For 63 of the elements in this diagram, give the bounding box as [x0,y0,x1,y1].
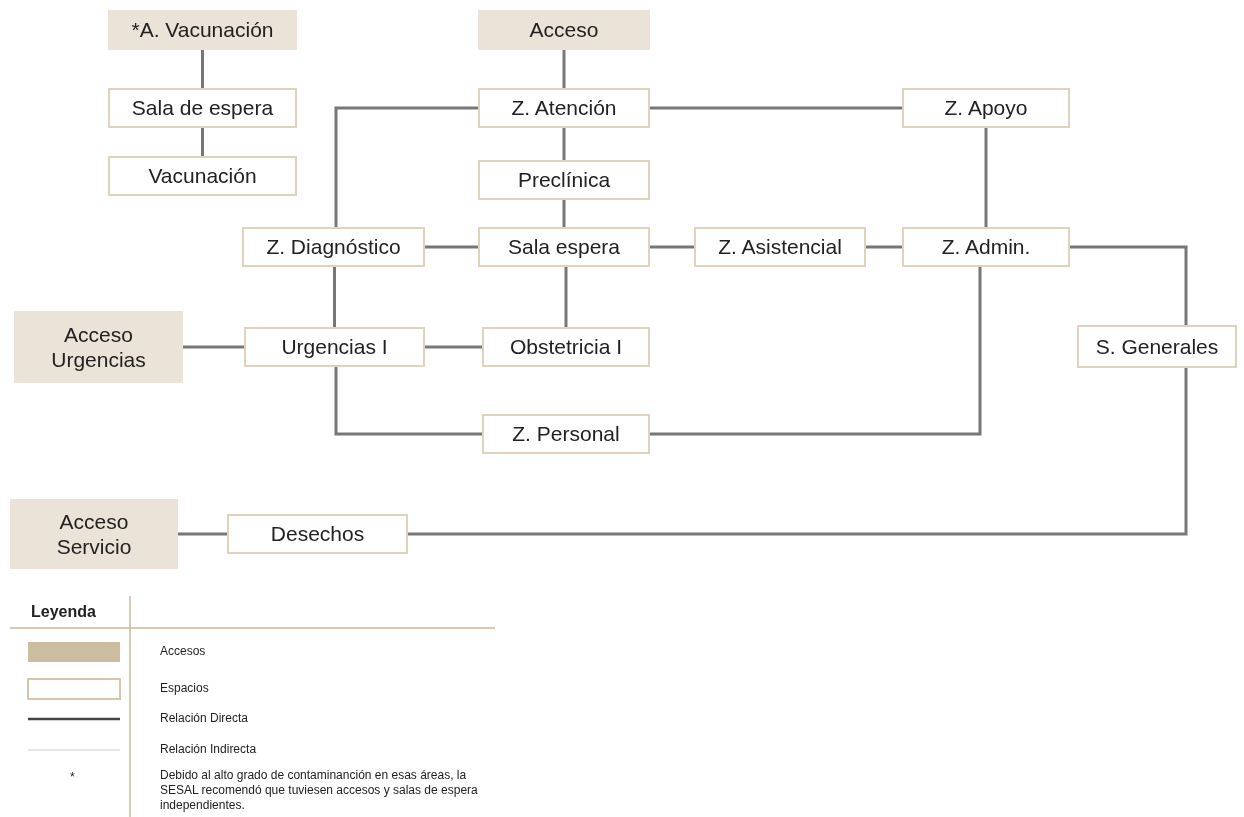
node-label: Vacunación [147,163,258,189]
connector-line [334,367,482,436]
connector-line [562,50,566,88]
node-label: Z. Admin. [940,234,1032,260]
connector-line [425,345,482,349]
node-label: Z. Personal [511,421,621,447]
space-box [244,327,425,367]
connector-line [334,106,478,227]
space-box [902,88,1070,128]
space-box [482,414,650,454]
legend-title: Leyenda [31,603,96,621]
node-label: Acceso Urgencias [50,321,147,373]
legend-label: Relación Directa [160,711,249,725]
connector-line [650,267,982,436]
node-label: Acceso Servicio [55,508,133,560]
space-box [478,227,650,267]
connector-line [984,128,988,227]
node-label: Z. Atención [510,95,618,121]
access-box [478,10,650,50]
footnote-text: Debido al alto grado de contaminanción en esas áreas, la SESAL recomendó que tuviesen accesos y salas de espera independientes. [160,768,479,813]
connector-line [564,267,568,327]
legend-label: Espacios [160,681,209,695]
space-box [482,327,650,367]
connector-line [562,128,566,160]
access-box [108,10,297,50]
space-box [227,514,408,554]
legend-label: Accesos [160,644,206,658]
connector-line [333,267,336,327]
access-box [10,499,178,569]
connector-line [650,245,694,249]
connector-line [1070,245,1188,325]
space-box [108,88,297,128]
connector-line [178,532,227,536]
node-label: Acceso [528,17,600,43]
footnote-mark: * [70,770,75,784]
connector-line [201,50,204,88]
space-box [902,227,1070,267]
node-label: *A. Vacunación [130,17,275,43]
access-box [14,311,183,383]
connector-line [866,245,902,249]
connector-line [425,245,478,249]
node-label: S. Generales [1094,333,1220,360]
connector-line [562,200,566,227]
space-box [694,227,866,267]
connector-line [408,368,1188,536]
node-label: Sala espera [506,234,622,260]
space-box [242,227,425,267]
node-label: Sala de espera [130,95,275,121]
node-label: Obstetricia I [508,334,623,360]
space-box [1077,325,1237,368]
space-box [478,88,650,128]
legend-label: Relación Indirecta [160,742,257,756]
connector-line [201,128,204,156]
node-label: Urgencias I [280,334,389,360]
space-box [478,160,650,200]
node-label: Z. Asistencial [717,234,843,260]
connector-line [183,345,244,349]
node-label: Desechos [269,521,366,547]
node-label: Z. Diagnóstico [265,234,402,260]
node-label: Preclínica [516,167,612,193]
space-box [108,156,297,196]
connector-line [650,106,902,110]
node-label: Z. Apoyo [943,95,1029,121]
